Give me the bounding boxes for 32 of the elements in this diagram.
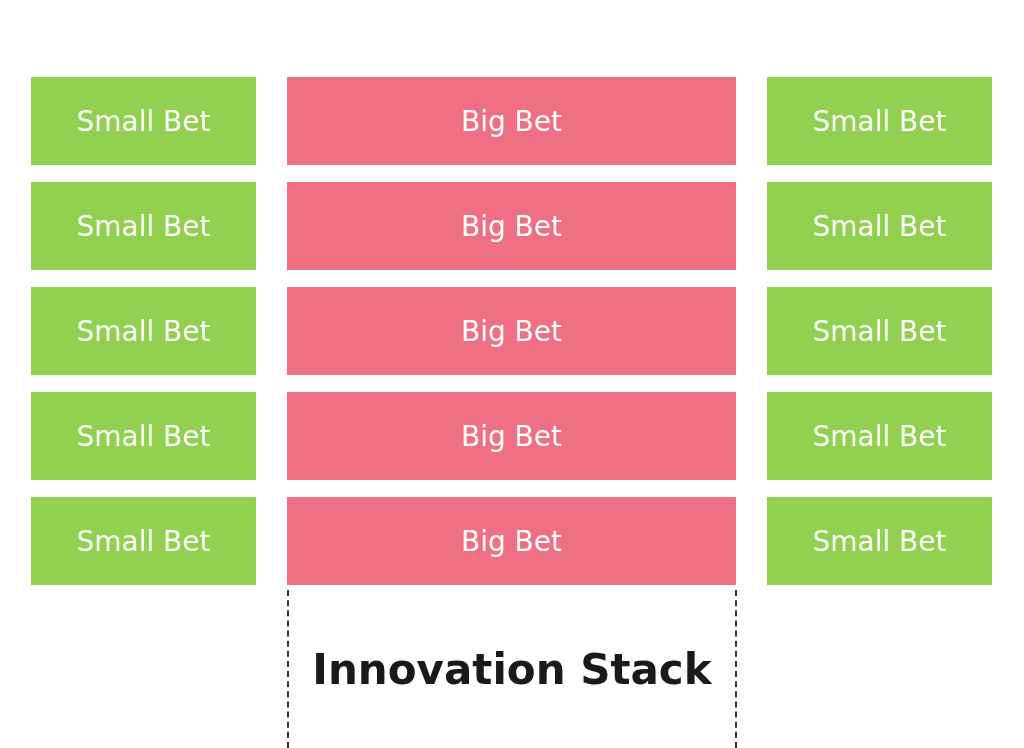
- bet-label: Big Bet: [460, 419, 563, 453]
- bet-label: Small Bet: [812, 209, 947, 243]
- bet-label: Small Bet: [812, 314, 947, 348]
- small-bet-box: [31, 287, 256, 375]
- small-bet-box: [31, 77, 256, 165]
- bet-label: Big Bet: [460, 524, 563, 558]
- small-bet-box: [767, 77, 992, 165]
- small-bet-box: [31, 182, 256, 270]
- small-bet-box: [31, 497, 256, 585]
- small-bet-box: [767, 287, 992, 375]
- small-bet-box: [31, 392, 256, 480]
- bet-label: Big Bet: [460, 104, 563, 138]
- bet-label: Small Bet: [76, 209, 211, 243]
- bet-label: Small Bet: [76, 314, 211, 348]
- big-bet-box: [287, 392, 736, 480]
- big-bet-box: [287, 497, 736, 585]
- bet-label: Small Bet: [812, 419, 947, 453]
- bet-label: Small Bet: [76, 419, 211, 453]
- stack-title: Innovation Stack: [312, 644, 712, 694]
- bet-label: Small Bet: [812, 104, 947, 138]
- bet-label: Big Bet: [460, 209, 563, 243]
- big-bet-box: [287, 287, 736, 375]
- bet-label: Small Bet: [812, 524, 947, 558]
- bet-label: Big Bet: [460, 314, 563, 348]
- big-bet-box: [287, 77, 736, 165]
- big-bet-box: [287, 182, 736, 270]
- small-bet-box: [767, 182, 992, 270]
- small-bet-box: [767, 497, 992, 585]
- bet-label: Small Bet: [76, 524, 211, 558]
- small-bet-box: [767, 392, 992, 480]
- bet-label: Small Bet: [76, 104, 211, 138]
- dashed-stack-bracket: [287, 590, 737, 748]
